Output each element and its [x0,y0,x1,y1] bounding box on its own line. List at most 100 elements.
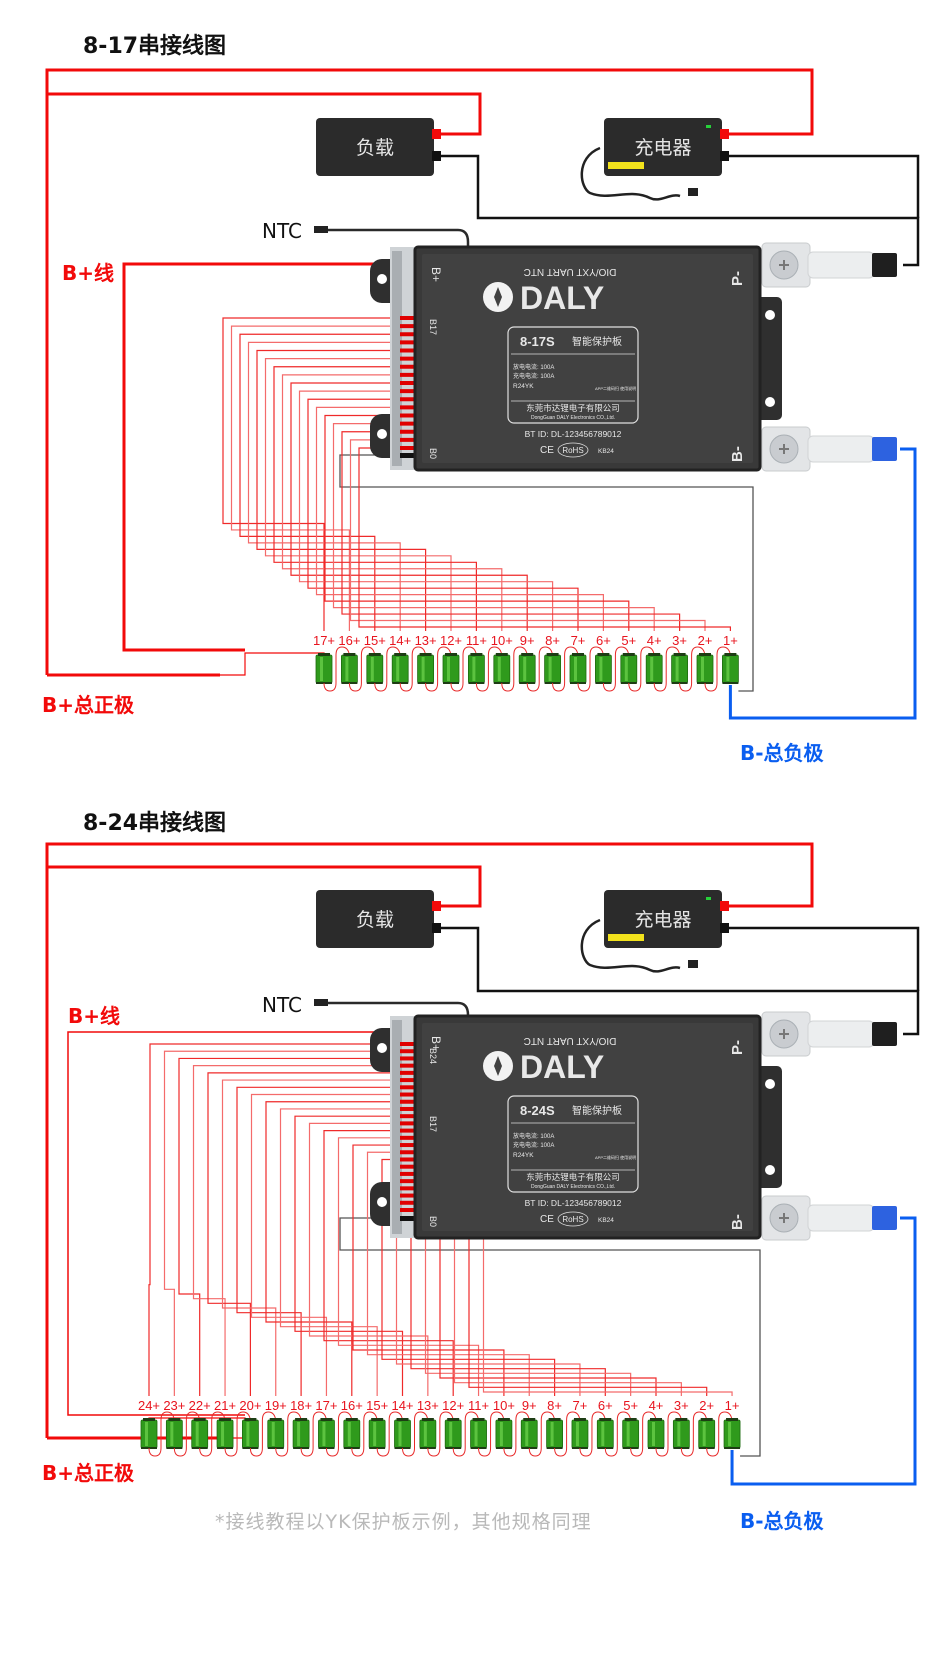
cell-body [546,1419,563,1449]
cell-label: 5+ [623,1398,638,1413]
terminal-p-label: P- [729,271,746,286]
battery-cell [315,653,333,684]
battery-cell [340,653,358,684]
qr-hint: APP二维码扫 使用说明 [595,385,636,391]
battery-cell [165,1418,183,1449]
charger-device: 充电器 [580,890,729,973]
bplus-total-thin [220,652,325,676]
port-labels: DIO/YXT UART NTC [524,266,617,277]
charger-positive-wire [45,68,814,675]
series-link [425,646,452,692]
port-bplus-label: B+ [429,1036,443,1051]
battery-cell [546,1418,563,1449]
cell-highlight [624,657,628,681]
cell-terminal [396,1418,409,1421]
cell-body [470,1419,487,1449]
cell-body [672,1419,690,1449]
cell-terminal [726,1418,739,1421]
cell-label: 11+ [468,1398,489,1413]
cell-body [394,1419,411,1449]
battery-cell [419,1418,437,1449]
bolt-cross [779,1213,789,1223]
battery-cell [595,653,612,684]
cell-highlight [650,657,654,681]
series-link [554,1411,581,1457]
company-en: DongGuan DALY Electronics CO.,Ltd. [531,1184,615,1190]
discharge-current: 放电电流: 100A [513,1132,554,1140]
cell-highlight [195,1422,199,1446]
cell-highlight [347,1422,351,1446]
load-positive-terminal [432,129,441,139]
cell-highlight [423,1422,427,1446]
cell-label: 2+ [699,1398,714,1413]
cell-label: 16+ [338,633,360,648]
bolt-cross [779,1029,789,1039]
bplus-wire-label: B+线 [62,261,114,285]
diagram-title: 8-24串接线图 [83,810,226,836]
cell-terminal [650,1418,662,1421]
battery-cell [366,653,384,684]
cell-body [343,1419,361,1449]
connector-pin [400,381,414,385]
terminal-p-label: P- [729,1040,746,1055]
cell-highlight [701,657,704,681]
cell-highlight [246,1422,250,1446]
cell-highlight [145,1422,148,1446]
spec-panel [507,1095,639,1193]
cell-label: 2+ [698,633,713,648]
cell-label: 3+ [672,633,687,648]
cell-label: 19+ [265,1398,287,1413]
devices: 负载 充电器 [314,890,729,1018]
cell-highlight [601,1422,605,1446]
charger-box [604,118,722,176]
battery-cells: 17+16+15+14+13+12+11+10+9+8+7+6+5+4+3+2+… [313,633,739,692]
discharge-current: 放电电流: 100A [513,363,554,371]
connector-pin [400,364,414,369]
cell-terminal [419,653,432,656]
cell-terminal [295,1418,308,1421]
balance-wire [290,382,528,631]
connector-pin [400,1193,414,1198]
balance-wire [332,423,655,631]
part-number: R24YK [513,383,534,390]
diagram-title: 8-17串接线图 [83,33,226,59]
battery-cell [216,1418,234,1449]
cell-body [267,1419,285,1449]
cell-body [696,654,714,684]
cell-label: 8+ [547,1398,562,1413]
cell-terminal [343,653,356,656]
cell-label: 4+ [647,633,662,648]
connector-pin [400,421,414,426]
model-label: 8-17S [520,334,555,349]
port-bplus-label: B+ [429,267,443,282]
load-box [316,118,434,176]
cell-body [467,654,485,684]
series-link [275,1411,302,1457]
cell-label: 7+ [573,1398,588,1413]
cell-terminal [318,653,330,656]
load-device: 负载 [316,890,441,948]
series-link [224,1411,251,1457]
connector-pin [400,1063,414,1068]
cell-terminal [523,1418,536,1421]
cell-highlight [271,1422,275,1446]
port-b0-label: B0 [428,1216,438,1227]
battery-cell [698,1418,716,1449]
connector-pin [400,437,414,442]
connector-pin [400,429,414,434]
series-link [399,646,427,692]
cell-label: 4+ [649,1398,664,1413]
load-negative-wire [440,154,920,267]
balance-wire [230,325,404,631]
ntc-cable [328,228,470,249]
charger-label: 充电器 [634,137,691,159]
series-link [604,1411,632,1457]
cell-terminal [421,1418,434,1421]
connector-pin-b0 [400,453,414,458]
balance-wire [349,439,706,631]
cell-terminal [572,653,584,656]
mount-hole [377,1197,387,1207]
cell-label: 9+ [520,633,535,648]
connector-pin-b0 [400,1216,414,1221]
